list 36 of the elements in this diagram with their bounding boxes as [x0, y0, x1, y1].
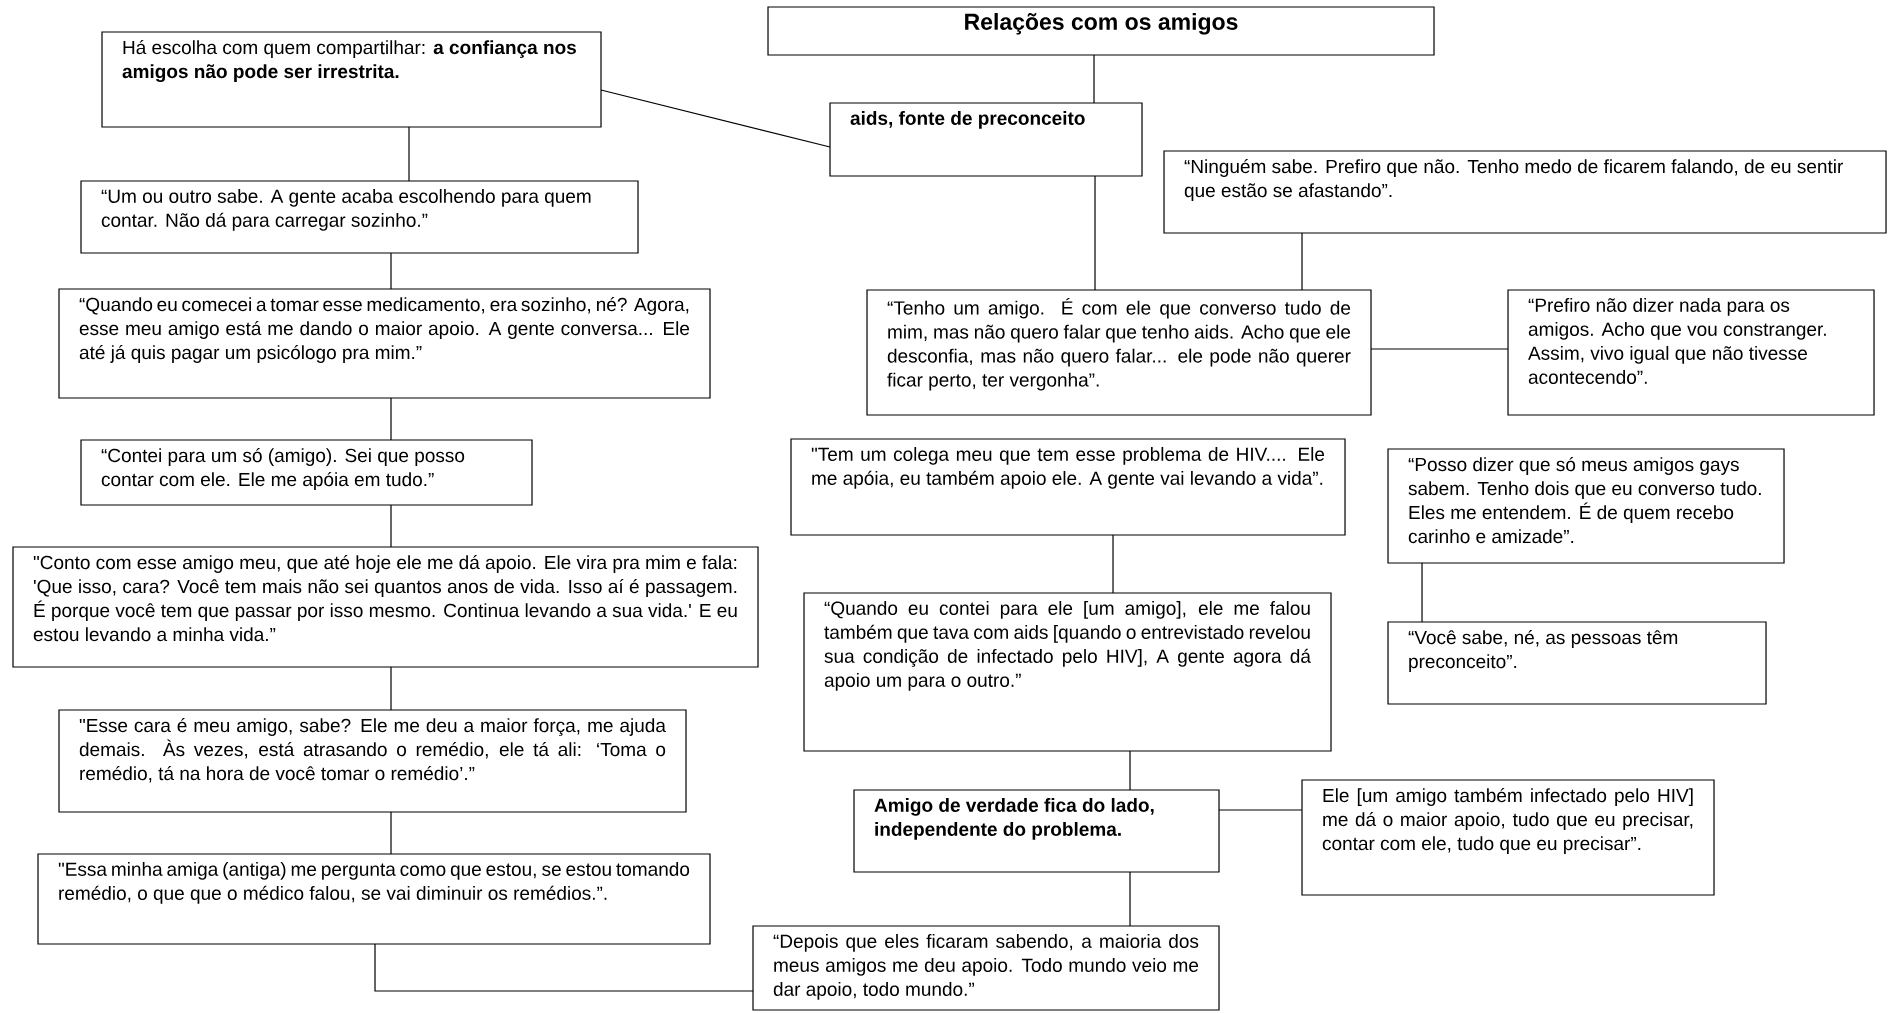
quote-box: Há escolha com quem compartilhar: a confiança nos amigos não pode ser irrestrita. — [101, 31, 602, 128]
quote-box: “Quando eu comecei a tomar esse medicamento, era sozinho, né? Agora, esse meu amigo está me dando o maior apoio. A gente conversa... Ele até já quis pagar um psicólogo pra mim.” — [58, 288, 711, 399]
connector-line — [1129, 750, 1131, 791]
connector-line — [408, 126, 410, 182]
theme-box: Amigo de verdade fica do lado, independente do problema. — [853, 789, 1220, 873]
quote-box: “Um ou outro sabe. A gente acaba escolhendo para quem contar. Não dá para carregar sozinho.” — [80, 180, 639, 254]
connector-line — [374, 943, 754, 992]
connector-line — [390, 811, 392, 855]
connector-line — [1301, 232, 1303, 291]
quote-box: Ele [um amigo também infectado pelo HIV] me dá o maior apoio, tudo que eu precisar, contar com ele, tudo que eu precisar”. — [1301, 779, 1715, 896]
connector-line — [600, 89, 831, 148]
quote-box: “Contei para um só (amigo). Sei que posso contar com ele. Ele me apóia em tudo.” — [80, 439, 533, 506]
connector-line — [390, 397, 392, 441]
quote-box: "Conto com esse amigo meu, que até hoje ele me dá apoio. Ele vira pra mim e fala: 'Que isso, cara? Você tem mais não sei quantos anos de vida. Isso aí é passagem. É porque você tem que passar por isso mesmo. Continua levando a sua vida.' E eu estou levando a minha vida.” — [12, 546, 759, 668]
connector-line — [390, 666, 392, 711]
quote-box: "Esse cara é meu amigo, sabe? Ele me deu a maior força, me ajuda demais. Às vezes, está atrasando o remédio, ele tá ali: ‘Toma o remédio, tá na hora de você tomar o remédio’.” — [58, 709, 687, 813]
quote-box: “Depois que eles ficaram sabendo, a maioria dos meus amigos me deu apoio. Todo mundo veio me dar apoio, todo mundo.” — [752, 925, 1220, 1011]
title-box: Relações com os amigos — [767, 6, 1435, 56]
quote-box: “Quando eu contei para ele [um amigo], ele me falou também que tava com aids [quando o entrevistado revelou sua condição de infectado pelo HIV], A gente agora dá apoio um para o outro.” — [803, 592, 1332, 752]
quote-box: “Ninguém sabe. Prefiro que não. Tenho medo de ficarem falando, de eu sentir que estão se afastando”. — [1163, 150, 1887, 234]
connector-line — [390, 252, 392, 290]
quote-box: "Essa minha amiga (antiga) me pergunta como que estou, se estou tomando remédio, o que que o médico falou, se vai diminuir os remédios.”. — [37, 853, 711, 945]
quote-box: “Prefiro não dizer nada para os amigos. Acho que vou constranger. Assim, vivo igual que não tivesse acontecendo”. — [1507, 289, 1875, 416]
connector-line — [1112, 534, 1114, 594]
connector-line — [1370, 348, 1509, 350]
quote-box: "Tem um colega meu que tem esse problema de HIV.... Ele me apóia, eu também apoio ele. A gente vai levando a vida”. — [790, 438, 1346, 536]
connector-line — [1129, 871, 1131, 927]
quote-box: “Posso dizer que só meus amigos gays sabem. Tenho dois que eu converso tudo. Eles me entendem. É de quem recebo carinho e amizade”. — [1387, 448, 1785, 564]
connector-line — [1093, 54, 1095, 104]
theme-box: aids, fonte de preconceito — [829, 102, 1143, 177]
quote-box: “Tenho um amigo. É com ele que converso tudo de mim, mas não quero falar que tenho aids. Acho que ele desconfia, mas não quero falar... ele pode não querer ficar perto, ter vergonha”. — [866, 289, 1372, 416]
connector-line — [1421, 562, 1423, 623]
connector-line — [1094, 175, 1096, 291]
quote-box: “Você sabe, né, as pessoas têm preconceito”. — [1387, 621, 1767, 705]
connector-line — [1218, 809, 1303, 811]
connector-line — [390, 504, 392, 548]
